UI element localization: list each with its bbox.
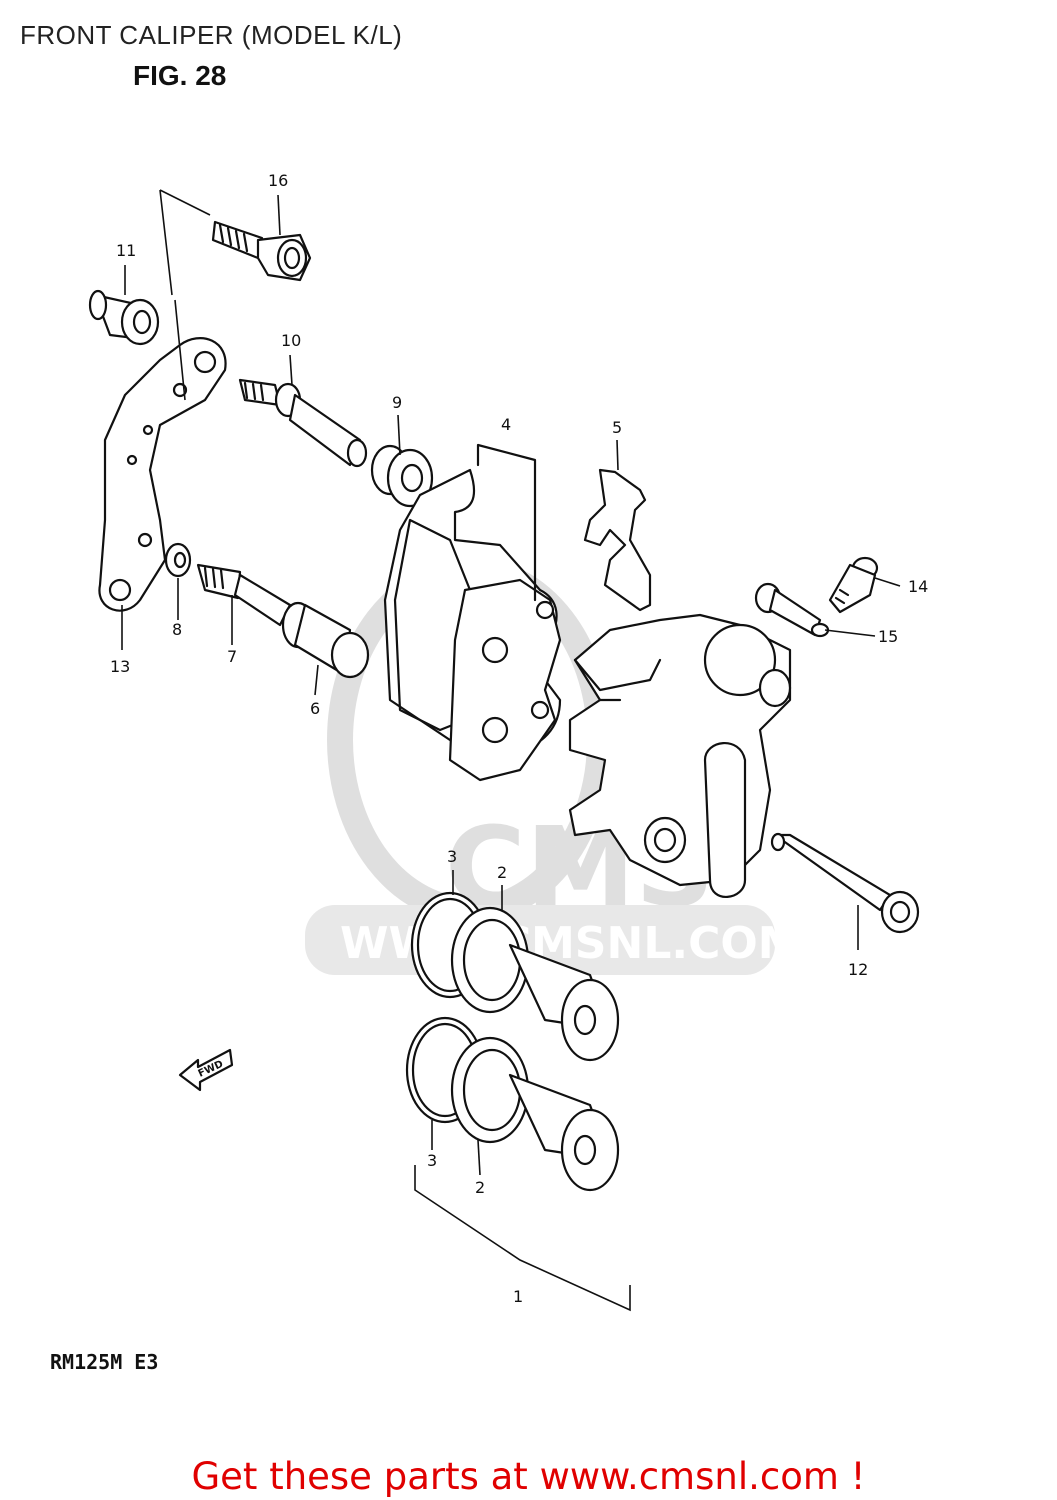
leader-lines [121,189,901,1312]
callout-1: 1 [513,1287,523,1306]
caliper-body [568,613,792,898]
promo-link[interactable]: Get these parts at www.cmsnl.com ! [191,1455,866,1498]
callout-14: 14 [908,577,928,596]
bleeder-14 [828,556,879,614]
callout-16: 16 [268,171,288,190]
bracket-13 [98,337,227,612]
watermark-url: WWW.CMSNL.COM [340,918,802,969]
page-title: FRONT CALIPER (MODEL K/L) [20,20,403,50]
pin-10 [238,378,368,468]
seal-2-lower [450,1036,530,1144]
boot-6 [281,601,370,679]
boot-9 [370,444,434,508]
figure-number: FIG. 28 [133,60,227,91]
bolt-16 [211,220,312,282]
callout-13: 13 [110,657,130,676]
callout-2-upper: 2 [497,863,507,882]
piston-lower [508,1073,620,1192]
callout-15: 15 [878,627,898,646]
callout-2-lower: 2 [475,1178,485,1197]
fwd-arrow-icon [178,1048,234,1092]
callout-7: 7 [227,647,237,666]
callout-5: 5 [612,418,622,437]
pin-12 [770,832,920,934]
model-code: RM125M E3 [50,1350,159,1374]
seal-2-upper [450,906,530,1014]
callout-12: 12 [848,960,868,979]
cap-15 [754,582,830,638]
callout-10: 10 [281,331,301,350]
callout-3-upper: 3 [447,847,457,866]
callout-4: 4 [501,415,511,434]
spring-5 [583,468,652,612]
callout-3-lower: 3 [427,1151,437,1170]
pin-7 [196,563,292,627]
sleeve-11 [88,289,160,346]
callout-11: 11 [116,241,136,260]
callout-9: 9 [392,393,402,412]
brake-pads-4 [383,443,562,782]
washer-8 [164,542,192,578]
callouts: 16 11 10 9 4 5 14 15 13 8 7 6 12 3 2 3 2… [110,171,928,1306]
callout-6: 6 [310,699,320,718]
callout-8: 8 [172,620,182,639]
piston-upper [508,943,620,1062]
